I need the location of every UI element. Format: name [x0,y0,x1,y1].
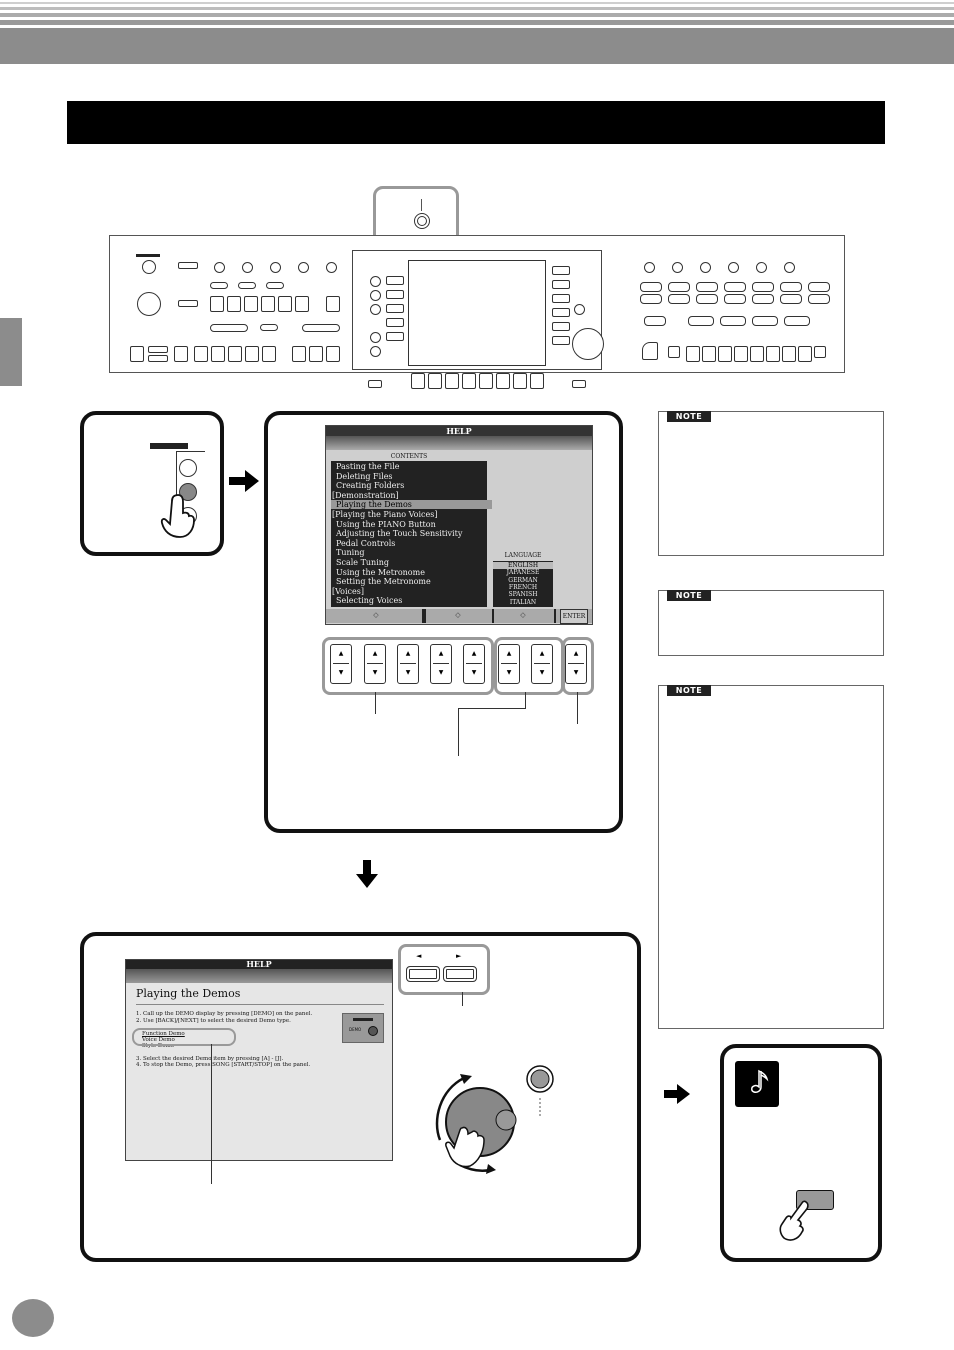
help-button-icon [414,213,430,229]
panel-lcd-display [408,260,546,366]
up-down-button[interactable]: ▲▼ [565,644,587,684]
up-down-button[interactable]: ▲▼ [430,644,452,684]
list-item[interactable]: Creating Folders [336,481,405,491]
piano-icon [642,342,658,360]
demo-heading: Playing the Demos [136,987,241,1000]
data-entry-dial [572,328,604,360]
list-item[interactable]: Pedal Controls [336,538,396,548]
step-box-exit [720,1044,882,1262]
scroll-arrows-icon: ◇ [520,611,526,619]
step-box-help-screen: HELP CONTENTS Pasting the File Deleting … [264,411,623,833]
note-badge: NOTE [667,685,711,696]
page-header-bar [0,0,954,64]
note-box-2: NOTE [658,590,884,656]
contents-label: CONTENTS [390,453,428,460]
pointing-finger-icon [160,494,195,538]
demo-option-text: Style Demo [142,1043,175,1049]
language-option[interactable]: GERMAN [508,576,538,584]
demo-step-text: 2. Use [BACK]/[NEXT] to select the desir… [136,1018,291,1024]
data-dial-illustration[interactable] [430,1060,560,1180]
screen-bottom-bar [326,609,592,623]
list-item[interactable]: Selecting Voices [336,596,403,606]
contents-list[interactable]: Pasting the File Deleting Files Creating… [331,461,492,607]
list-item-selected[interactable]: Playing the Demos [331,500,492,510]
scroll-arrows-icon: ◇ [373,611,379,619]
button-group-outline-a [322,637,494,695]
demo-option-text: Voice Demo [142,1037,175,1043]
list-item[interactable]: [Playing the Piano Voices] [332,510,438,519]
demo-button-thumbnail: DEMO [342,1013,384,1043]
arrow-down-icon [356,860,378,888]
up-down-button[interactable]: ▲▼ [498,644,520,684]
button-group-outline-c [562,637,594,695]
note-badge: NOTE [667,590,711,601]
list-item[interactable]: Adjusting the Touch Sensitivity [336,529,463,539]
help-demo-screen: HELP Playing the Demos 1. Call up the DE… [125,959,393,1161]
list-item[interactable]: Using the Metronome [336,567,425,577]
back-next-button-group [398,944,490,995]
master-volume-knob [142,260,156,274]
back-button[interactable] [406,966,440,982]
section-title-banner [67,101,885,144]
up-down-button[interactable]: ▲▼ [364,644,386,684]
list-item[interactable]: Pasting the File [336,462,400,471]
up-down-button[interactable]: ▲▼ [330,644,352,684]
demo-step-text: 1. Call up the DEMO display by pressing … [136,1011,313,1017]
note-box-3: NOTE [658,685,884,1029]
next-button[interactable] [443,966,477,982]
language-label: LANGUAGE [504,552,542,559]
language-option[interactable]: SPANISH [508,591,538,599]
demo-step-text: 4. To stop the Demo, press SONG [START/S… [136,1062,311,1068]
list-item[interactable]: Scale Tuning [336,558,390,567]
language-option-selected[interactable]: ENGLISH [493,562,553,569]
help-panel-button [179,459,197,477]
demo-option-text: Function Demo [142,1031,185,1037]
back-arrow-icon: ◄ [416,952,422,960]
chapter-side-tab [0,318,22,386]
language-option[interactable]: ITALIAN [509,598,537,606]
arrow-right-icon [229,470,259,492]
list-item[interactable]: Tuning [336,548,365,558]
language-list[interactable]: ENGLISH JAPANESE GERMAN FRENCH SPANISH I… [493,561,553,607]
note-box-1: NOTE [658,411,884,556]
demo-step-text: 3. Select the desired Demo item by press… [136,1056,284,1062]
list-item[interactable]: Using the PIANO Button [336,519,436,529]
arrow-right-icon [664,1084,690,1104]
language-option[interactable]: FRENCH [508,583,538,591]
language-option[interactable]: JAPANESE [506,569,540,577]
help-contents-screen: HELP CONTENTS Pasting the File Deleting … [325,425,593,625]
music-note-icon [735,1061,779,1107]
next-arrow-icon: ► [456,952,462,960]
highlight-oval [132,1028,236,1046]
up-down-button[interactable]: ▲▼ [463,644,485,684]
list-item[interactable]: [Demonstration] [332,490,399,500]
enter-button[interactable]: ENTER [560,609,588,624]
demo-button-label: DEMO [349,1027,362,1032]
list-item[interactable]: Setting the Metronome [336,577,431,587]
instrument-panel-illustration [109,235,845,373]
screen-title: HELP [326,426,592,436]
up-down-button[interactable]: ▲▼ [397,644,419,684]
pointing-finger-icon [779,1200,809,1241]
list-item[interactable]: [Voices] [332,586,364,596]
up-down-button[interactable]: ▲▼ [531,644,553,684]
dial-knob [137,292,161,316]
help-panel-button-pressed [179,483,197,501]
list-item[interactable]: Deleting Files [336,471,393,481]
step-box-press-help [80,411,224,556]
note-badge: NOTE [667,411,711,422]
scroll-arrows-icon: ◇ [455,611,461,619]
page-number-circle [12,1299,54,1337]
demo-button-icon [368,1026,378,1036]
screen-title: HELP [126,960,392,969]
